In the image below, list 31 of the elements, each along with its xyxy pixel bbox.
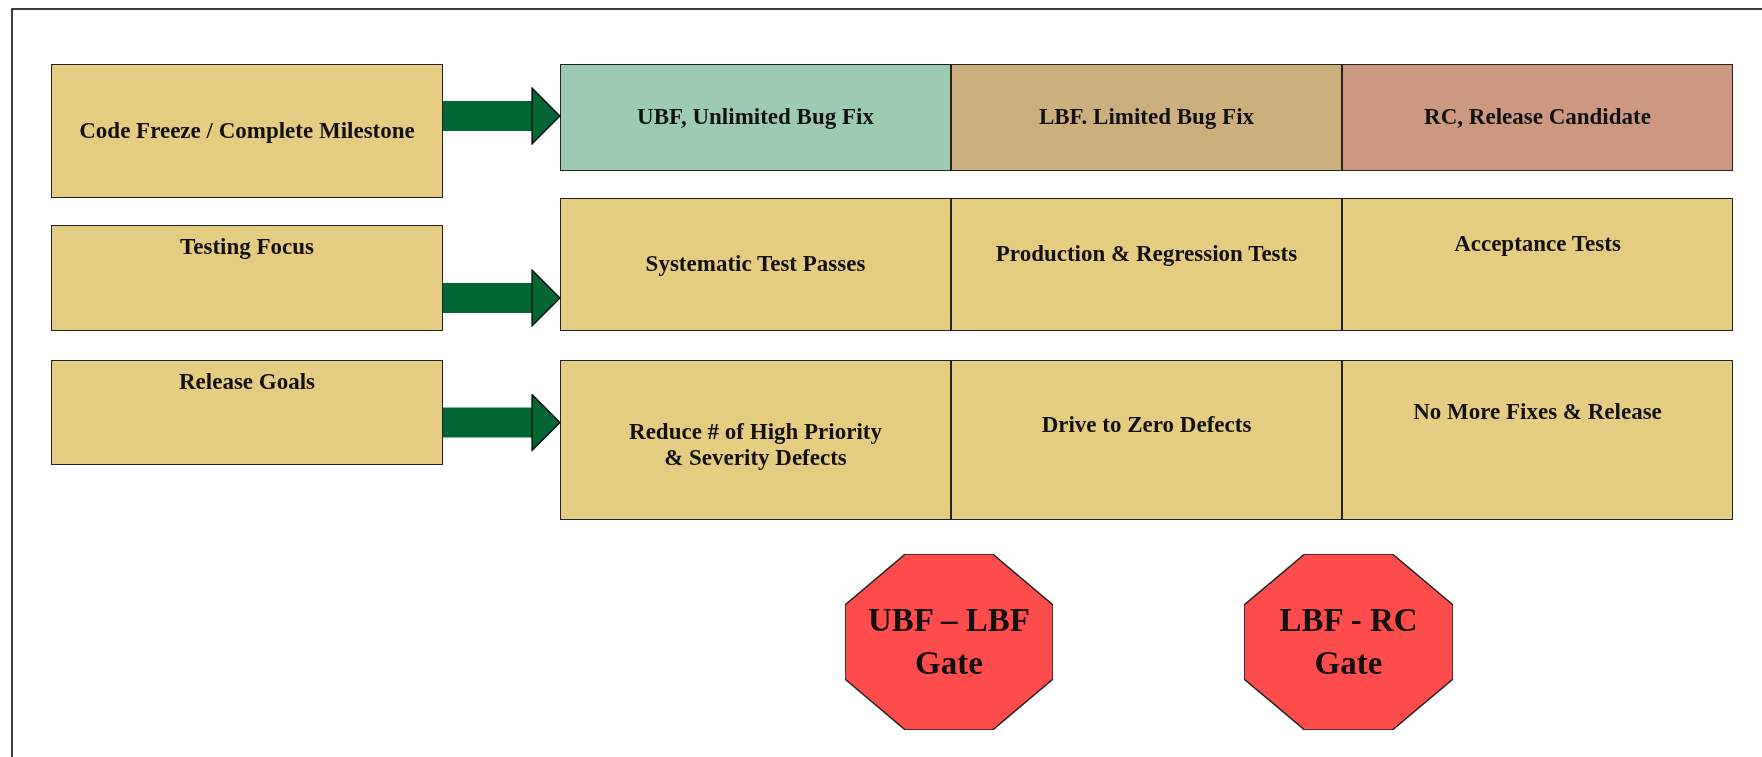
- stage-box: [560, 64, 951, 171]
- stage-label: Production & Regression Tests: [994, 241, 1299, 268]
- stage-box: [560, 198, 951, 331]
- gate-label: UBF – LBF Gate: [867, 601, 1031, 683]
- stage-box: [1342, 360, 1733, 520]
- gate-octagon: [1244, 554, 1453, 730]
- block-arrow: [443, 393, 561, 452]
- stage-box: [951, 360, 1342, 520]
- stage-box: [51, 64, 443, 198]
- stage-box: [951, 198, 1342, 331]
- stage-label: Testing Focus: [179, 234, 315, 261]
- stage-box: [560, 360, 951, 520]
- stage-box: [951, 64, 1342, 171]
- block-arrow: [443, 87, 561, 145]
- stage-box: [51, 360, 443, 465]
- stage-label: Systematic Test Passes: [644, 251, 867, 278]
- stage-label: RC, Release Candidate: [1423, 104, 1652, 131]
- stage-label: Code Freeze / Complete Milestone: [78, 117, 416, 145]
- stage-label: No More Fixes & Release: [1412, 398, 1663, 426]
- stage-box: [1342, 64, 1733, 171]
- stage-label: Drive to Zero Defects: [1040, 411, 1253, 439]
- stage-box: [51, 225, 443, 331]
- block-arrow: [443, 269, 561, 327]
- stage-label: Reduce # of High Priority & Severity Defects: [628, 418, 883, 472]
- stage-box: [1342, 198, 1733, 331]
- stage-label: UBF, Unlimited Bug Fix: [636, 104, 875, 131]
- stage-label: LBF. Limited Bug Fix: [1037, 104, 1256, 131]
- gate-octagon: [845, 554, 1053, 730]
- stage-label: Acceptance Tests: [1453, 231, 1622, 258]
- gate-label: LBF - RC Gate: [1278, 601, 1419, 683]
- stage-label: Release Goals: [177, 369, 317, 396]
